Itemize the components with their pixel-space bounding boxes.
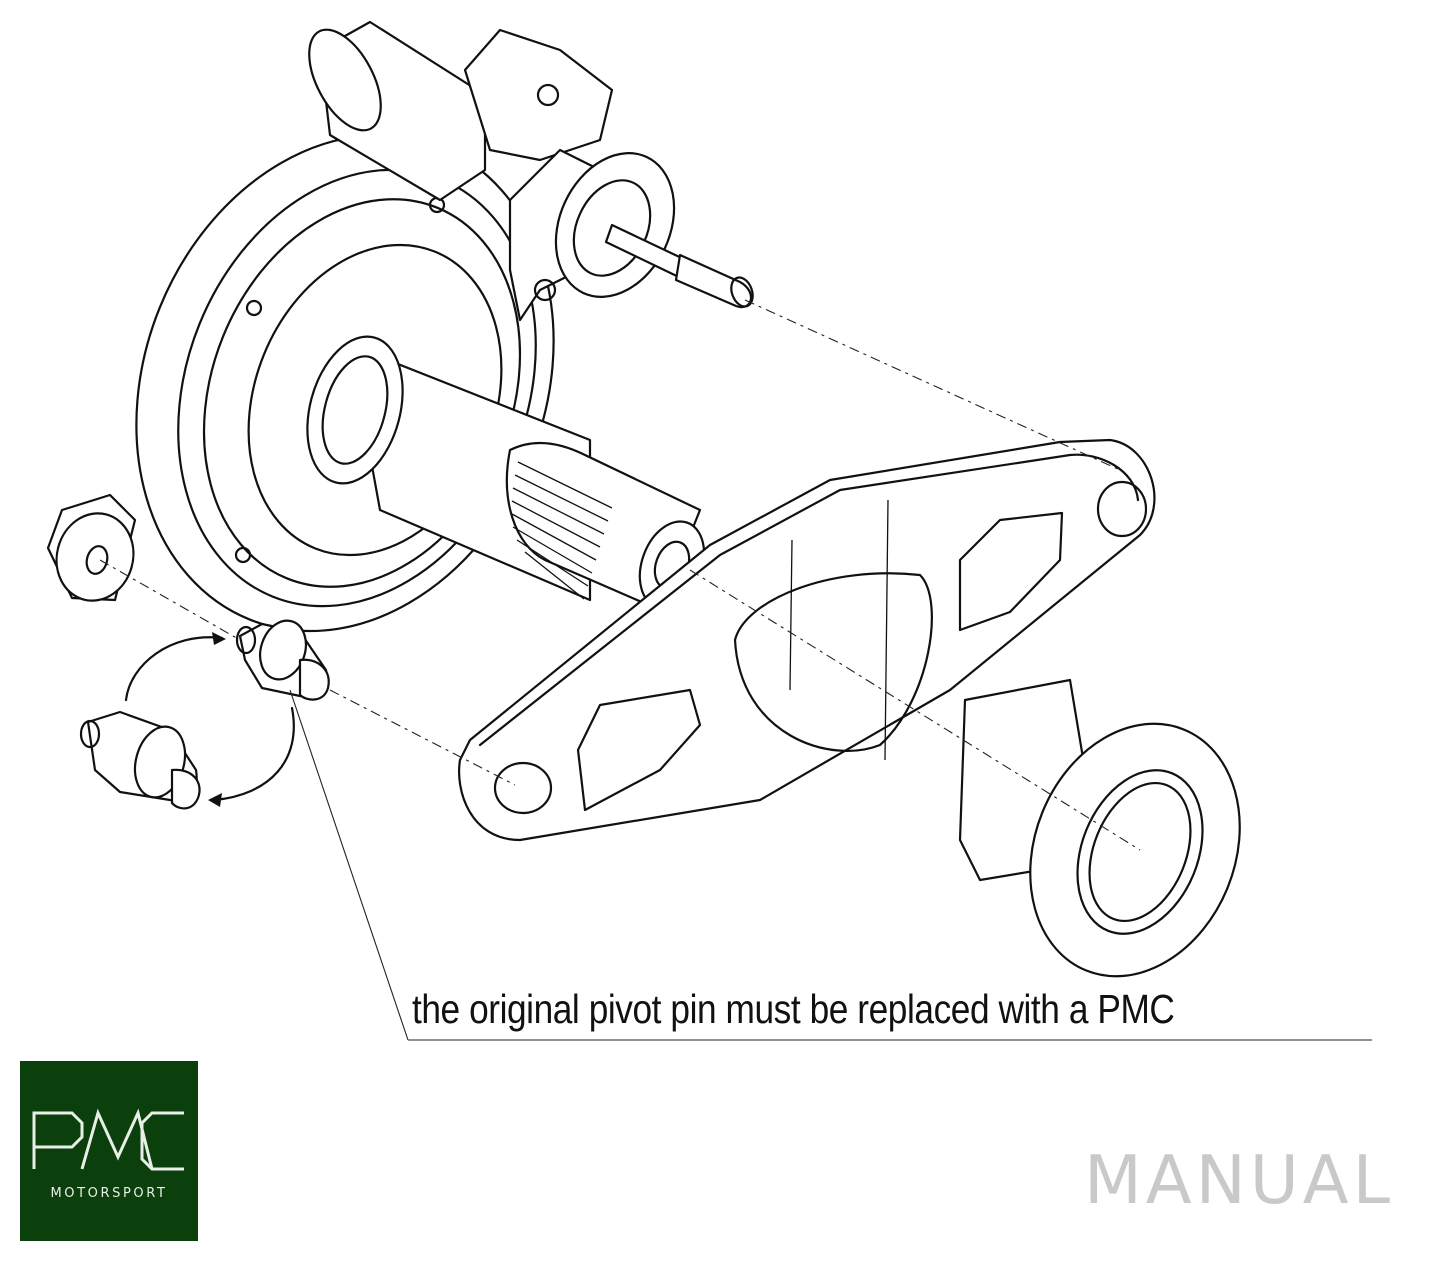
pushrod xyxy=(604,223,754,309)
pivot-pin-original xyxy=(79,710,201,810)
release-fork xyxy=(458,438,1156,842)
caption-leader xyxy=(289,689,1372,1041)
assembly-axis-lines xyxy=(99,299,1141,851)
pmc-monogram-icon xyxy=(32,1108,184,1171)
diagram-caption: the original pivot pin must be replaced … xyxy=(412,986,1175,1032)
spacer-washer xyxy=(46,493,137,602)
pivot-pin-new xyxy=(235,619,330,701)
pmc-motorsport-logo: MOTORSPORT xyxy=(20,1061,198,1241)
release-bearing xyxy=(958,678,1241,978)
logo-subtitle: MOTORSPORT xyxy=(50,1186,168,1201)
manual-label: MANUAL xyxy=(1084,1141,1394,1219)
swap-arrows xyxy=(124,632,295,807)
